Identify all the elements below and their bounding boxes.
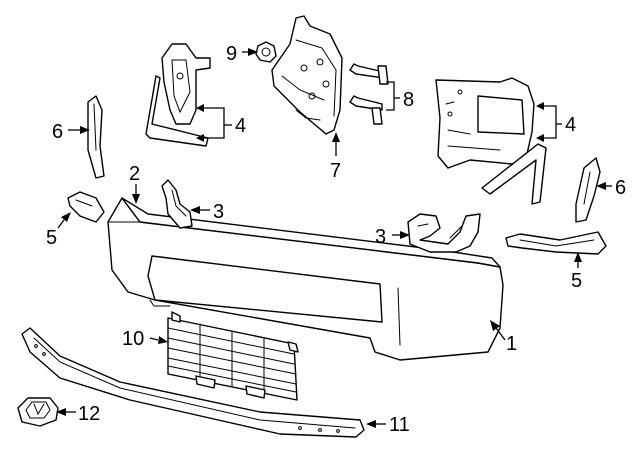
callout-8: 8 xyxy=(403,89,414,111)
callout-leaders xyxy=(56,48,612,428)
right-mount-bracket xyxy=(435,77,547,205)
lower-valance xyxy=(21,327,365,438)
nut-9 xyxy=(255,41,277,63)
callout-1: 1 xyxy=(506,333,517,355)
right-bracket-3 xyxy=(407,213,481,253)
callout-4-left: 4 xyxy=(235,115,246,137)
callout-12: 12 xyxy=(78,403,100,425)
callout-4-right: 4 xyxy=(565,114,576,136)
callout-3-left: 3 xyxy=(213,201,224,223)
left-mount-bracket xyxy=(145,43,211,147)
tow-hook xyxy=(17,397,59,427)
callout-labels: 1 2 3 3 4 4 5 5 6 6 7 8 9 10 11 12 xyxy=(46,43,626,436)
callout-5-right: 5 xyxy=(571,270,582,292)
callout-11: 11 xyxy=(389,414,410,436)
right-trim-6 xyxy=(575,157,601,223)
right-bracket-5 xyxy=(505,231,607,255)
callout-3-right: 3 xyxy=(375,226,386,248)
bolts-8 xyxy=(349,63,389,125)
bumper-cover xyxy=(107,197,504,361)
left-trim-6 xyxy=(87,95,105,179)
callout-6-left: 6 xyxy=(52,121,63,143)
callout-2: 2 xyxy=(129,163,140,185)
frame-bracket-7 xyxy=(271,15,343,135)
left-bracket-3 xyxy=(161,179,193,229)
callout-6-right: 6 xyxy=(615,177,626,199)
left-filler-5 xyxy=(67,191,105,223)
callout-10: 10 xyxy=(122,328,144,350)
grille xyxy=(167,311,299,401)
callout-5-left: 5 xyxy=(46,227,57,249)
callout-7: 7 xyxy=(330,160,341,182)
callout-9: 9 xyxy=(226,43,237,65)
